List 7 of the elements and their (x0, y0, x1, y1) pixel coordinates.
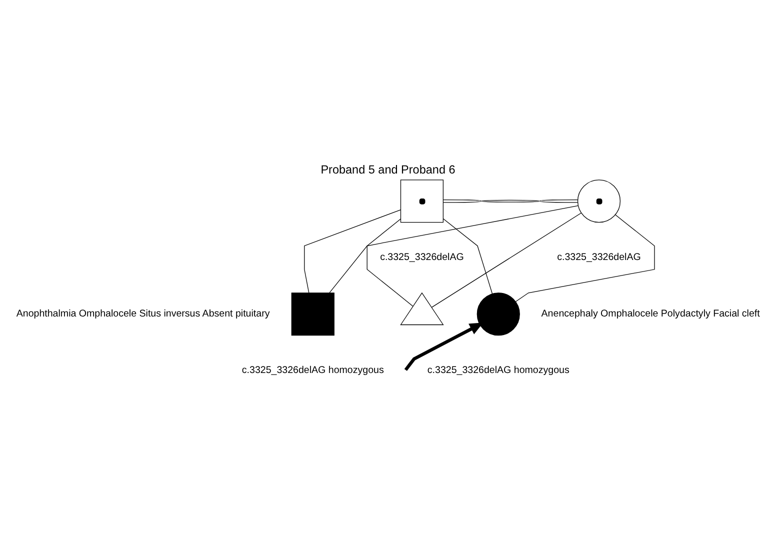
node-label: c.3325_3326delAG (380, 251, 464, 262)
diagram-title: Proband 5 and Proband 6 (320, 163, 456, 176)
node-label: c.3325_3326delAG homozygous (427, 364, 570, 376)
node-label: Anophthalmia Omphalocele Situs inversus Absent pituitary (16, 308, 270, 319)
node-label: c.3325_3326delAG (557, 251, 641, 262)
node-label: c.3325_3326delAG homozygous (242, 364, 384, 376)
node-label: Anencephaly Omphalocele Polydactyly Facial cleft (541, 308, 760, 319)
